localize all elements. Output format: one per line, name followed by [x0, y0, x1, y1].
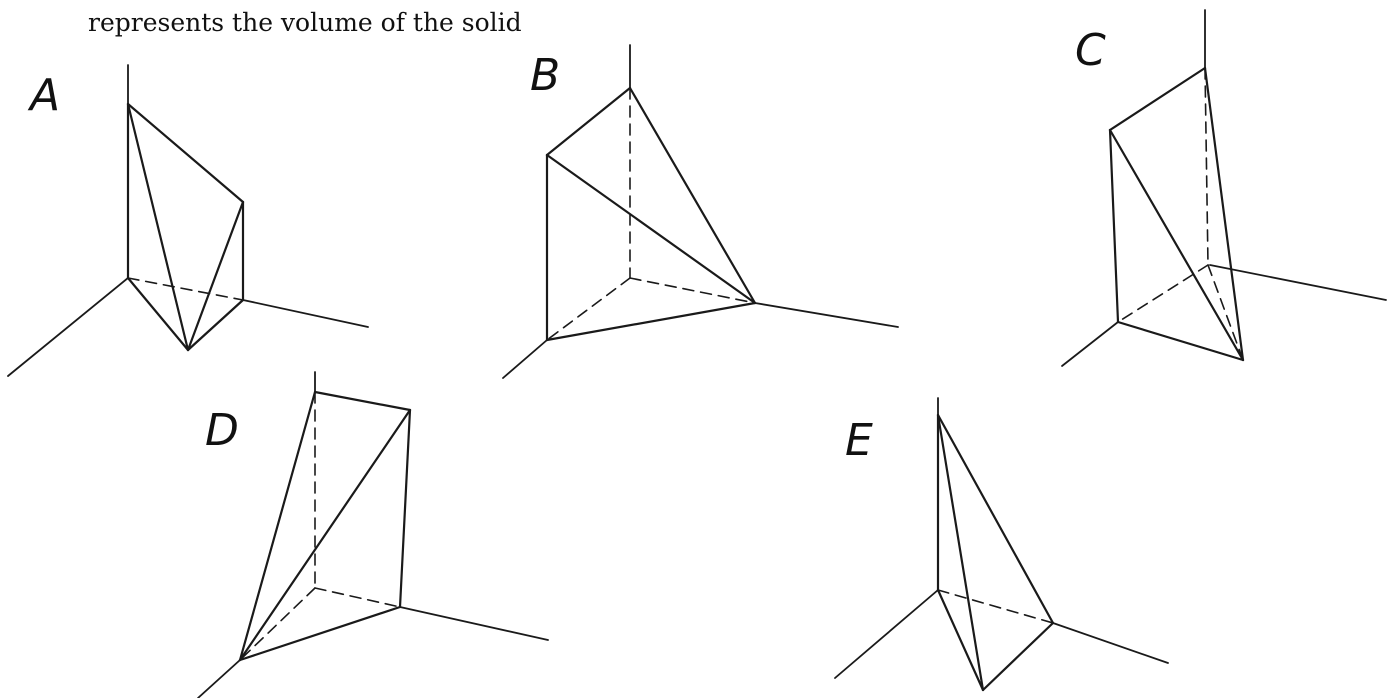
solid-figure-a-axis-3 [242, 299, 369, 328]
solid-figure-c-edge-1 [1108, 66, 1207, 132]
solid-figure-c-axis-3 [1209, 264, 1387, 301]
solid-figure-d-edge-4 [238, 408, 412, 662]
figure-label-d: D [205, 405, 239, 456]
solid-figure-e[interactable]: E [834, 397, 1169, 692]
solid-figure-a-edge-5 [186, 200, 245, 352]
solid-figure-e-axis-2 [834, 589, 939, 679]
solid-figure-c-axis-2 [1061, 321, 1119, 367]
solid-figure-c-edge-5 [1116, 320, 1245, 362]
solid-figure-b-axis-3 [754, 302, 899, 328]
solid-figure-b-axis-2 [502, 339, 548, 379]
solid-figure-d-edge-5 [238, 605, 402, 662]
solid-figure-d-axis-3 [399, 606, 549, 641]
problem-caption: represents the volume of the solid [88, 8, 522, 37]
solid-figure-c-edge-3 [1108, 128, 1120, 324]
figure-label-b: B [530, 50, 560, 101]
solid-figure-a[interactable]: A [7, 64, 369, 377]
solid-figure-e-edge-2 [936, 413, 985, 692]
solid-figure-e-edge-4 [936, 588, 985, 692]
figure-label-c: C [1075, 25, 1106, 76]
solid-figure-d-axis-2 [197, 659, 241, 698]
solid-figure-e-axis-3 [1052, 622, 1169, 664]
solid-figure-e-hidden-edge-1 [937, 589, 1054, 624]
solid-figure-a-hidden-edge-1 [127, 277, 244, 301]
solid-figure-d-edge-1 [313, 390, 412, 412]
solid-figure-b-edge-3 [628, 86, 757, 305]
solid-figure-a-edge-2 [126, 102, 245, 204]
solid-figure-b-edge-2 [545, 86, 632, 157]
solid-figure-d-edge-2 [398, 408, 412, 609]
solid-figure-a-edge-7 [186, 298, 245, 352]
solid-figure-d-hidden-edge-3 [314, 587, 401, 608]
solid-figure-b-edge-5 [545, 301, 757, 342]
solid-figure-e-edge-5 [981, 621, 1055, 692]
solid-figure-a-axis-2 [7, 277, 129, 377]
solid-figure-d-hidden-edge-2 [239, 587, 316, 661]
solid-figure-b-hidden-edge-3 [629, 277, 756, 304]
solid-figure-c-edge-4 [1108, 128, 1245, 362]
solid-figure-b[interactable]: B [502, 44, 899, 379]
solid-figure-a-edge-6 [126, 276, 190, 352]
solid-figure-e-edge-3 [936, 413, 1055, 625]
solid-figure-d[interactable]: D [197, 371, 549, 698]
solid-figure-c-hidden-edge-2 [1117, 264, 1209, 323]
solid-figure-c-edge-2 [1203, 66, 1245, 362]
solid-figure-b-hidden-edge-2 [546, 277, 631, 341]
solid-figure-c-hidden-edge-1 [1204, 67, 1209, 266]
figure-label-a: A [27, 70, 60, 121]
solid-figure-b-edge-4 [545, 153, 757, 305]
figure-label-e: E [845, 415, 873, 466]
solid-figure-d-edge-3 [238, 390, 317, 662]
solid-figure-a-edge-4 [126, 102, 190, 352]
solid-figure-c[interactable]: C [1061, 9, 1387, 367]
